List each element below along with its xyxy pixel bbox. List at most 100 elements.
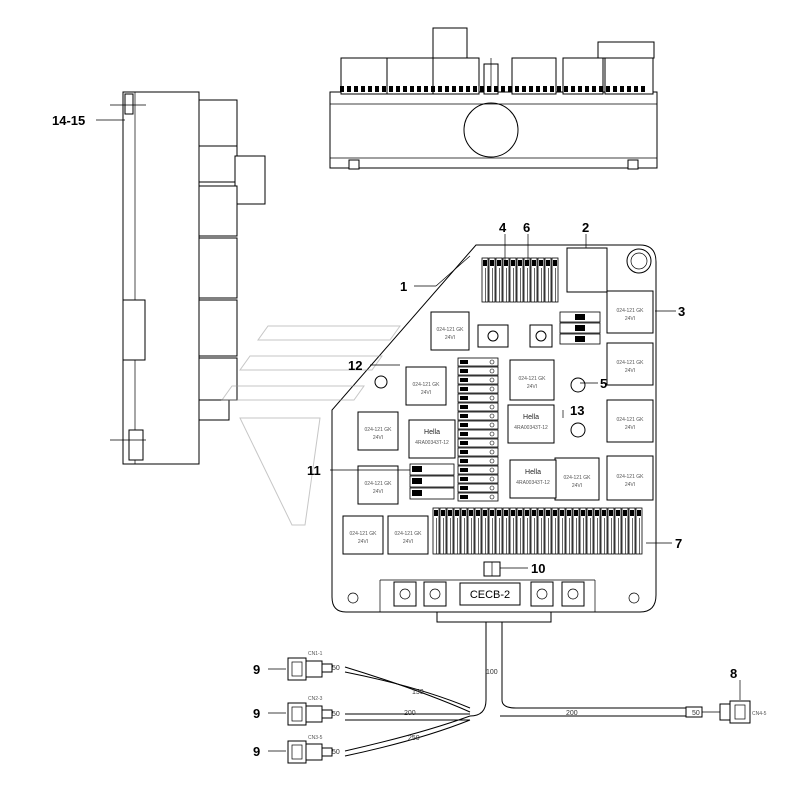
dim-250: 250 bbox=[408, 735, 420, 742]
fuse-top bbox=[481, 257, 489, 303]
fuse-11 bbox=[409, 487, 455, 500]
relay-sublabel: 24VI bbox=[373, 435, 383, 441]
pin bbox=[361, 86, 365, 92]
fuse-bottom bbox=[453, 507, 461, 555]
pin bbox=[410, 86, 414, 92]
connector-tag-3: CN3-5 bbox=[308, 735, 323, 741]
bolt-13 bbox=[570, 422, 586, 438]
pin bbox=[459, 86, 463, 92]
fuse-column bbox=[457, 438, 499, 448]
dim-200-left: 200 bbox=[404, 710, 416, 717]
top-view-housing bbox=[329, 27, 658, 170]
fuse-top bbox=[516, 257, 524, 303]
pin bbox=[438, 86, 442, 92]
mounting-hole bbox=[374, 375, 388, 389]
hella-name: Hella bbox=[525, 469, 541, 476]
pin bbox=[550, 86, 554, 92]
fuse-bottom bbox=[474, 507, 482, 555]
pin bbox=[536, 86, 540, 92]
callout-2: 2 bbox=[582, 220, 589, 235]
component-2 bbox=[566, 247, 608, 293]
fuse-bottom bbox=[439, 507, 447, 555]
relay-label: 024-121 GK bbox=[365, 427, 393, 433]
fuse-bottom bbox=[446, 507, 454, 555]
fuse-top bbox=[523, 257, 531, 303]
fuse-bottom bbox=[509, 507, 517, 555]
pin bbox=[564, 86, 568, 92]
pin bbox=[452, 86, 456, 92]
fuse-bottom bbox=[614, 507, 622, 555]
fuse-column bbox=[457, 402, 499, 412]
relay: 024-121 GK 24VI bbox=[357, 411, 399, 451]
dim-50-4: 50 bbox=[692, 710, 700, 717]
pin bbox=[606, 86, 610, 92]
relay-label: 024-121 GK bbox=[617, 474, 645, 480]
callout-4: 4 bbox=[499, 220, 507, 235]
pin bbox=[571, 86, 575, 92]
fuse-bottom bbox=[481, 507, 489, 555]
callout-9-top: 9 bbox=[253, 662, 260, 677]
hella-code: 4RA00343T-12 bbox=[415, 440, 449, 446]
callout-11: 11 bbox=[307, 463, 321, 478]
fuse-box-board: CECB-2 bbox=[331, 244, 657, 623]
fuse-top bbox=[488, 257, 496, 303]
callout-13: 13 bbox=[570, 403, 584, 418]
pin bbox=[396, 86, 400, 92]
pin bbox=[627, 86, 631, 92]
fuse-bottom bbox=[579, 507, 587, 555]
pin bbox=[347, 86, 351, 92]
relay-sublabel: 24VI bbox=[421, 390, 431, 396]
callout-10: 10 bbox=[531, 561, 545, 576]
relay-sublabel: 24VI bbox=[625, 482, 635, 488]
relay-sublabel: 24VI bbox=[572, 483, 582, 489]
callout-12: 12 bbox=[348, 358, 362, 373]
callout-14-15: 14-15 bbox=[52, 113, 85, 128]
connector-9-middle bbox=[287, 702, 323, 726]
fuse-bottom bbox=[502, 507, 510, 555]
relay-label: 024-121 GK bbox=[617, 417, 645, 423]
relay-sublabel: 24VI bbox=[358, 539, 368, 545]
fuse-top bbox=[495, 257, 503, 303]
pin bbox=[424, 86, 428, 92]
fuse-column bbox=[457, 420, 499, 430]
callout-1: 1 bbox=[400, 279, 407, 294]
fuse-bottom bbox=[565, 507, 573, 555]
fuse-bottom bbox=[523, 507, 531, 555]
relay-label: 024-121 GK bbox=[395, 531, 423, 537]
fuse-top bbox=[509, 257, 517, 303]
connector-tag-4: CN4-5 bbox=[752, 711, 767, 717]
fuse-column bbox=[457, 411, 499, 421]
fuse-bottom bbox=[537, 507, 545, 555]
fuse-column bbox=[457, 366, 499, 376]
pin bbox=[634, 86, 638, 92]
connector-tag-2: CN2-3 bbox=[308, 696, 323, 702]
terminal-block bbox=[529, 324, 553, 348]
fuse-top bbox=[551, 257, 559, 303]
pin bbox=[466, 86, 470, 92]
callout-9-bottom: 9 bbox=[253, 744, 260, 759]
pin bbox=[620, 86, 624, 92]
fuse-column bbox=[457, 384, 499, 394]
fuse-bottom bbox=[495, 507, 503, 555]
pin bbox=[592, 86, 596, 92]
relay-sublabel: 24VI bbox=[625, 316, 635, 322]
dim-50-1: 50 bbox=[332, 665, 340, 672]
connector-9-top bbox=[287, 657, 323, 681]
pin bbox=[445, 86, 449, 92]
fuse-small bbox=[559, 333, 601, 345]
fuse-bottom bbox=[607, 507, 615, 555]
callout-leaders bbox=[96, 119, 741, 752]
pin bbox=[613, 86, 617, 92]
dim-100: 100 bbox=[486, 669, 498, 676]
fuse-column bbox=[457, 465, 499, 475]
pin bbox=[487, 86, 491, 92]
fuse-10 bbox=[483, 561, 501, 577]
relay-label: 024-121 GK bbox=[350, 531, 378, 537]
